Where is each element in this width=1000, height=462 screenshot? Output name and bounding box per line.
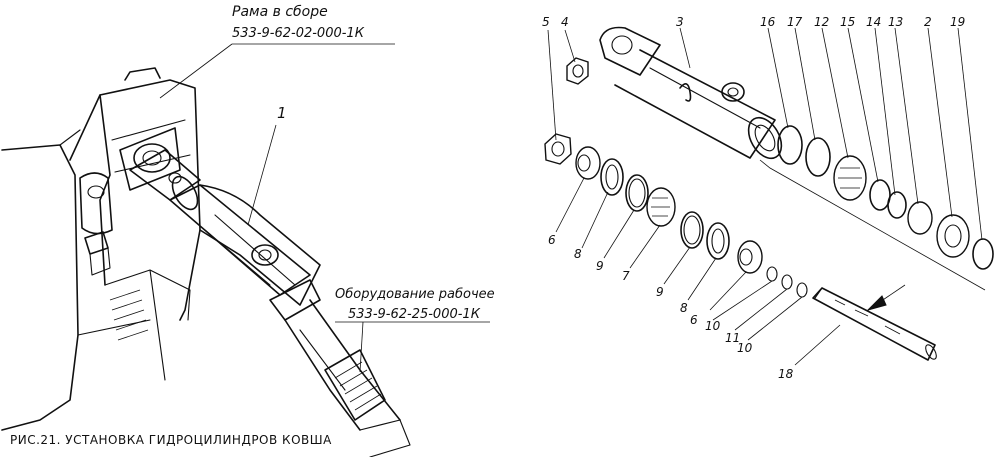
callout-6-second: 6 [690, 313, 698, 327]
part-6-ring-second [737, 240, 763, 274]
callout-6-first: 6 [548, 233, 556, 247]
figure-caption: РИС.21. УСТАНОВКА ГИДРОЦИЛИНДРОВ КОВША [10, 433, 332, 447]
part-4-nut [566, 57, 589, 85]
callout-3: 3 [676, 15, 684, 29]
assembly-left-view: Рама в сборе 533-9-62-02-000-1К 1 Оборуд… [1, 4, 495, 458]
callout-7: 7 [622, 269, 630, 283]
part-8-seal-second [706, 222, 730, 260]
frame-leader-line [159, 43, 233, 99]
exploded-view: 5 4 3 16 17 12 15 14 13 2 19 6 8 9 7 9 8… [542, 15, 994, 381]
callout-13: 13 [888, 15, 903, 29]
part-9-ring-second [680, 211, 704, 249]
callout-17: 17 [787, 15, 803, 29]
callout-4: 4 [561, 15, 569, 29]
part-19-wiper [972, 238, 994, 270]
equipment-leader-line [359, 321, 364, 373]
part-17-ring [805, 137, 831, 177]
callout-10-first: 10 [705, 319, 721, 333]
part-12-gland [833, 155, 867, 201]
part-8-seal [600, 158, 624, 196]
part-7-piston [646, 187, 676, 227]
part-16-ring [777, 125, 803, 165]
part-5-hex-nut [544, 133, 572, 165]
callout-16: 16 [760, 15, 776, 29]
callout-10-second: 10 [737, 341, 753, 355]
callout-11: 11 [725, 331, 740, 345]
callout-12: 12 [814, 15, 829, 29]
part-2-cover [936, 214, 970, 258]
part-6-ring [575, 146, 601, 180]
hydraulic-cylinder-drawing [129, 149, 411, 458]
callout-9-first: 9 [596, 259, 604, 273]
part-10-o-ring-second [796, 282, 808, 298]
callout-8-first: 8 [574, 247, 582, 261]
callout-1: 1 [277, 104, 287, 122]
frame-label-line1: Рама в сборе [232, 4, 328, 20]
callout-15: 15 [840, 15, 855, 29]
callout-5: 5 [542, 15, 550, 29]
part-18-rod [812, 287, 937, 361]
part-13-bushing [907, 201, 933, 235]
part-10-o-ring [766, 266, 778, 282]
callout-leaders [547, 27, 983, 366]
callout-18: 18 [778, 367, 794, 381]
callout-19: 19 [950, 15, 965, 29]
group-bracket-line [759, 159, 986, 291]
callout-8-second: 8 [680, 301, 688, 315]
part-3-cylinder-barrel [599, 26, 783, 160]
frame-label-line2: 533-9-62-02-000-1К [232, 26, 365, 41]
callout-9-second: 9 [656, 285, 664, 299]
callout-1-leader-line [247, 124, 277, 226]
assembly-arrow-head [866, 295, 887, 311]
equipment-label-line1: Оборудование рабочее [335, 287, 495, 302]
part-9-ring [625, 174, 649, 212]
equipment-label-line2: 533-9-62-25-000-1К [348, 307, 481, 322]
callout-2: 2 [924, 15, 932, 29]
frame-assembly-drawing [1, 67, 201, 431]
callout-14: 14 [866, 15, 881, 29]
part-14-ring [887, 191, 907, 219]
part-11-o-ring [781, 274, 793, 290]
part-15-seal [869, 179, 891, 211]
